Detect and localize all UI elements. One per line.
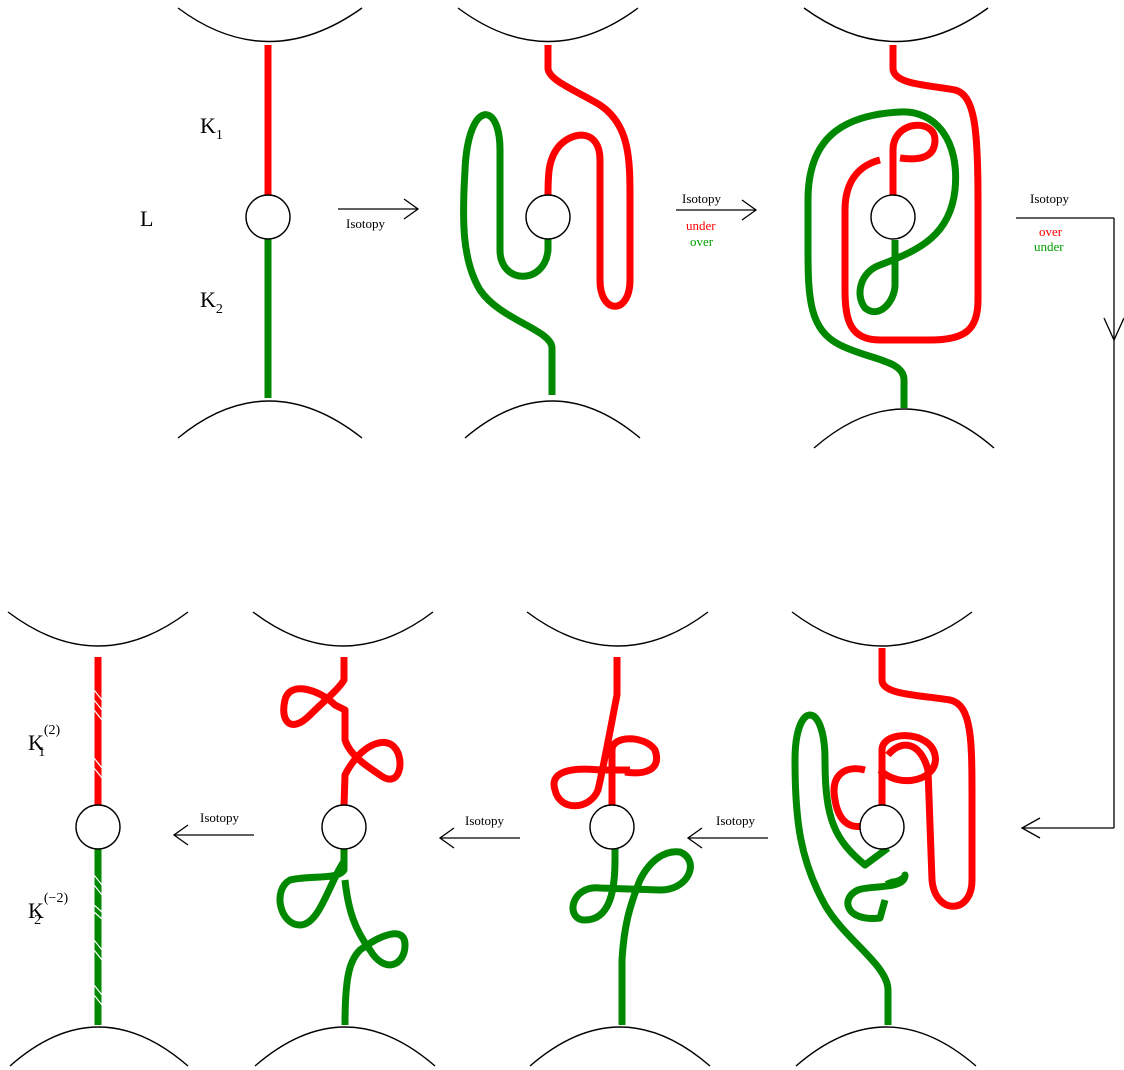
arrow-4-label: Isotopy bbox=[716, 813, 756, 828]
ball bbox=[589, 804, 635, 850]
isotopy-arrow-5: Isotopy bbox=[438, 813, 520, 849]
lower-boundary-curve bbox=[529, 1026, 711, 1067]
arrow-2-under: under bbox=[686, 218, 716, 233]
lower-boundary-curve bbox=[177, 400, 363, 439]
isotopy-arrow-3: Isotopy over under bbox=[1016, 191, 1124, 342]
panel-4 bbox=[791, 611, 977, 1067]
isotopy-arrow-6: Isotopy bbox=[172, 810, 254, 846]
arrow-3-under: under bbox=[1034, 239, 1064, 254]
k2-strand bbox=[804, 108, 960, 408]
k2-twist-marks bbox=[93, 874, 103, 1006]
lower-boundary-curve bbox=[9, 1026, 189, 1067]
connector-arrow bbox=[1020, 340, 1115, 839]
ball bbox=[870, 194, 916, 240]
upper-boundary-curve bbox=[526, 611, 709, 647]
lower-boundary-curve bbox=[813, 408, 995, 449]
lower-boundary-curve bbox=[464, 400, 641, 439]
isotopy-arrow-4: Isotopy bbox=[686, 813, 768, 849]
arrow-5-label: Isotopy bbox=[465, 813, 505, 828]
panel-5 bbox=[526, 611, 711, 1067]
arrow-3-over: over bbox=[1039, 224, 1063, 239]
k2-strand-b bbox=[844, 871, 909, 922]
k1-strand-a bbox=[841, 45, 982, 344]
ball bbox=[525, 194, 571, 240]
isotopy-arrow-1: Isotopy bbox=[338, 198, 420, 231]
k2-strand bbox=[569, 848, 694, 1025]
k1-twist-marks bbox=[93, 689, 103, 779]
panel-2 bbox=[457, 7, 641, 439]
arrow-2-label: Isotopy bbox=[682, 191, 722, 206]
arrow-3-label: Isotopy bbox=[1030, 191, 1070, 206]
upper-boundary-curve bbox=[803, 7, 989, 43]
upper-boundary-curve bbox=[252, 611, 434, 647]
label-k2-twist: K(−2)2 bbox=[28, 891, 68, 928]
k1-strand-a bbox=[550, 657, 630, 810]
ball bbox=[859, 804, 905, 850]
upper-boundary-curve bbox=[177, 7, 363, 43]
ball bbox=[75, 804, 121, 850]
k1-strand-b bbox=[889, 121, 939, 196]
ball bbox=[245, 194, 291, 240]
isotopy-arrow-2: Isotopy under over bbox=[676, 191, 758, 249]
panel-3 bbox=[803, 7, 995, 449]
upper-boundary-curve bbox=[457, 7, 639, 43]
upper-boundary-curve bbox=[7, 611, 189, 647]
k2-strand-a bbox=[791, 711, 892, 1025]
k1-strand-b bbox=[830, 732, 939, 830]
lower-boundary-curve bbox=[795, 1026, 977, 1067]
ball bbox=[321, 804, 367, 850]
label-k1: K1 bbox=[200, 113, 223, 143]
arrow-6-label: Isotopy bbox=[200, 810, 240, 825]
panel-1-link-L: L K1 K2 bbox=[140, 7, 363, 439]
label-L: L bbox=[140, 206, 153, 231]
lower-boundary-curve bbox=[254, 1026, 436, 1067]
k2-strand bbox=[460, 111, 556, 395]
k2-strand bbox=[276, 848, 409, 1026]
k1-strand-a bbox=[878, 648, 976, 910]
label-k1-twist: K(2)1 bbox=[28, 723, 61, 760]
k1-strand bbox=[280, 657, 404, 807]
label-k2: K2 bbox=[200, 287, 223, 317]
upper-boundary-curve bbox=[791, 611, 973, 647]
k1-strand-b bbox=[608, 735, 661, 806]
k1-strand bbox=[544, 45, 634, 310]
arrow-1-label: Isotopy bbox=[346, 216, 386, 231]
panel-7-twisted: K(2)1 K(−2)2 bbox=[7, 611, 189, 1067]
panel-6 bbox=[252, 611, 436, 1067]
arrow-2-over: over bbox=[690, 234, 714, 249]
